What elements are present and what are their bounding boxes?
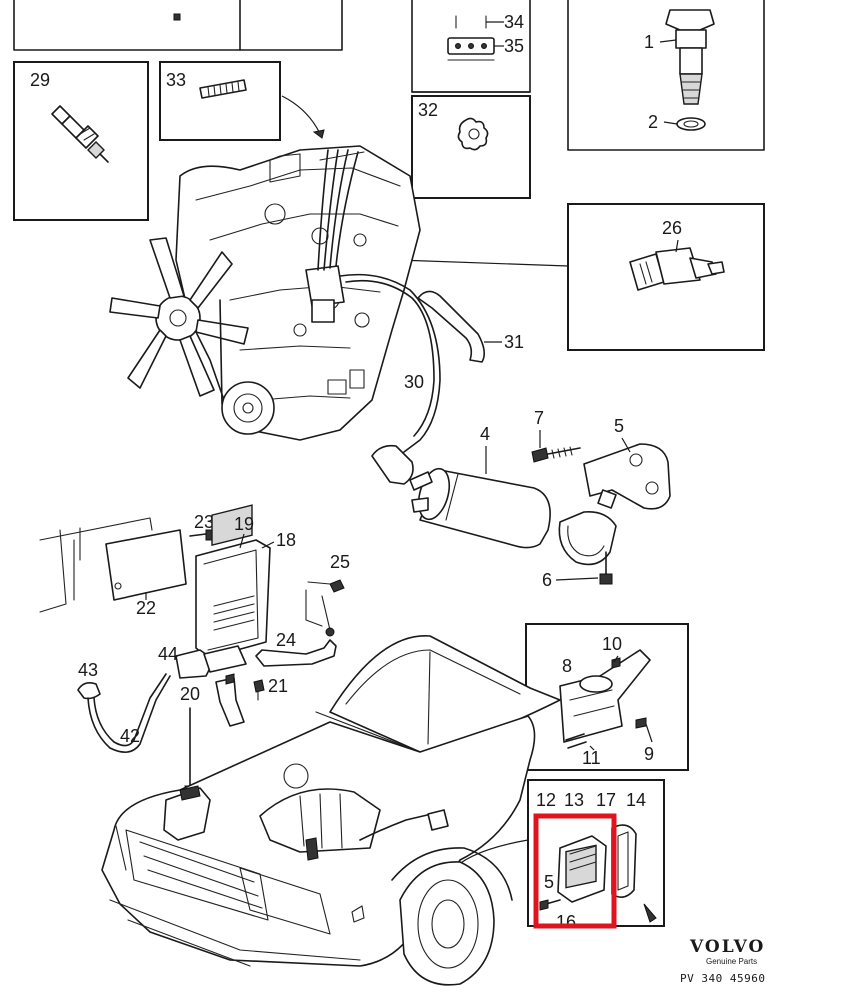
callout-33: 33 (166, 70, 186, 90)
sensor-parts-group: 25 24 44 20 21 43 42 (77, 552, 350, 800)
callout-20: 20 (180, 684, 200, 704)
callout-32: 32 (418, 100, 438, 120)
callout-22: 22 (136, 598, 156, 618)
callout-23: 23 (194, 512, 214, 532)
callout-21: 21 (268, 676, 288, 696)
ecu-mounting-area: 22 23 19 18 (39, 504, 296, 659)
callout-18: 18 (276, 530, 296, 550)
engine-assembly (109, 145, 421, 441)
box-1-2-distributor: 1 2 (567, 0, 765, 151)
ignition-lead-30: 30 (339, 273, 441, 485)
callout-35: 35 (504, 36, 524, 56)
callout-16: 16 (556, 912, 576, 932)
callout-2: 2 (648, 112, 658, 132)
control-unit-icon (539, 824, 657, 923)
rotor-icon (457, 117, 489, 151)
volvo-logo: VOLVO (689, 937, 765, 957)
callout-31: 31 (504, 332, 524, 352)
callout-42: 42 (120, 726, 140, 746)
brand-block: VOLVO Genuine Parts PV 340 45960 (680, 937, 765, 985)
callout-6: 6 (542, 570, 552, 590)
callout-4: 4 (480, 424, 490, 444)
callout-1: 1 (644, 32, 654, 52)
callout-14: 14 (626, 790, 646, 810)
highlight-frame (533, 813, 617, 929)
ignition-coil-4: 4 (409, 424, 551, 549)
callout-7: 7 (534, 408, 544, 428)
diagram-reference: PV 340 45960 (680, 972, 765, 985)
box-12-17-control-unit: 12 13 17 14 5 16 (449, 779, 665, 932)
screw-6-icon (599, 551, 613, 585)
callout-13: 13 (564, 790, 584, 810)
callout-12: 12 (536, 790, 556, 810)
box-32-rotor: 32 (411, 95, 531, 199)
box-34-35: 34 35 (411, 0, 531, 93)
callout-9: 9 (644, 744, 654, 764)
coolant-hose-31: 31 (417, 290, 524, 363)
callout-29: 29 (30, 70, 50, 90)
callout-11: 11 (582, 748, 601, 768)
callout-10: 10 (602, 634, 622, 654)
callout-26: 26 (662, 218, 682, 238)
callout-5-bracket: 5 (614, 416, 624, 436)
top-left-boxes (13, 0, 343, 51)
ecu-unit-19 (195, 504, 271, 659)
screw-7-icon (531, 446, 581, 463)
callout-5-unit: 5 (544, 872, 554, 892)
callout-24: 24 (276, 630, 296, 650)
box-29-spark-plug: 29 (13, 61, 149, 221)
callout-8: 8 (562, 656, 572, 676)
temperature-sensor-icon (629, 239, 725, 291)
connector-strip-icon (199, 79, 247, 99)
brand-subtitle: Genuine Parts (706, 957, 757, 966)
callout-43: 43 (78, 660, 98, 680)
spark-plug-icon (51, 105, 109, 163)
car-body (101, 635, 561, 986)
cooling-fan-icon (109, 237, 249, 397)
callout-44: 44 (158, 644, 178, 664)
callout-19: 19 (234, 514, 254, 534)
callout-17: 17 (596, 790, 616, 810)
mounting-bracket-icon (559, 649, 651, 749)
box-26-sensor: 26 (390, 203, 765, 351)
box-33-connector: 33 (159, 61, 325, 141)
callout-30: 30 (404, 372, 424, 392)
distributor-shaft-icon (659, 9, 715, 131)
callout-25: 25 (330, 552, 350, 572)
callout-34: 34 (504, 12, 524, 32)
coil-bracket-5: 5 7 6 (531, 408, 671, 590)
